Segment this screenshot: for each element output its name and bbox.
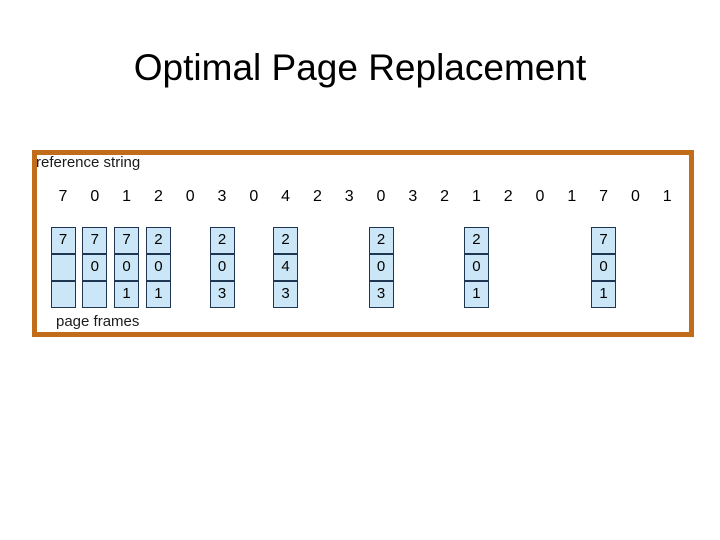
- page-frame-cell: 0: [209, 254, 235, 281]
- reference-string-value: 2: [153, 188, 163, 205]
- page-frame-cell: 0: [82, 254, 108, 281]
- page-frame-cell: 3: [209, 281, 235, 308]
- page-frame-cell: 1: [591, 281, 617, 308]
- page-title: Optimal Page Replacement: [133, 47, 587, 88]
- reference-string-value: 0: [630, 188, 640, 205]
- reference-string-value: 4: [281, 188, 291, 205]
- page-frame-cell: 7: [114, 227, 140, 254]
- page-frame-cell: 2: [463, 227, 489, 254]
- page-frame-cell: 7: [82, 227, 108, 254]
- reference-string-value: 2: [503, 188, 513, 205]
- page-frame-cell: 2: [145, 227, 171, 254]
- reference-string-value: 1: [471, 188, 481, 205]
- page-frame-cell: [50, 254, 76, 281]
- page-frame-cell: 7: [50, 227, 76, 254]
- reference-string-value: 2: [440, 188, 450, 205]
- reference-string-value: 2: [312, 188, 322, 205]
- page-frame-cell: 2: [273, 227, 299, 254]
- reference-string-label: reference string: [36, 154, 141, 171]
- page-frame-cell: [50, 281, 76, 308]
- reference-string-value: 0: [90, 188, 100, 205]
- reference-string-value: 7: [58, 188, 68, 205]
- reference-string-value: 0: [185, 188, 195, 205]
- reference-string-value: 1: [662, 188, 672, 205]
- page-frame-cell: 0: [591, 254, 617, 281]
- reference-string-value: 3: [344, 188, 354, 205]
- page-frame-cell: 0: [114, 254, 140, 281]
- page-frame-cell: 0: [463, 254, 489, 281]
- page-frame-cell: 3: [368, 281, 394, 308]
- reference-string-value: 0: [535, 188, 545, 205]
- page-frame-cell: 1: [463, 281, 489, 308]
- page-frame-cell: 0: [368, 254, 394, 281]
- reference-string-row: 7 0 1 2 0 3 0 4 2 3 0 3 2 1 2 0 1 7 0 1: [37, 187, 689, 207]
- page-frame-cell: 2: [368, 227, 394, 254]
- reference-string-value: 3: [408, 188, 418, 205]
- page-frame-cell: 7: [591, 227, 617, 254]
- page-frame-column: 7: [50, 227, 76, 310]
- page-frame-cell: 4: [273, 254, 299, 281]
- reference-string-value: 0: [249, 188, 259, 205]
- page-frame-cell: 3: [273, 281, 299, 308]
- page-frame-cell: [82, 281, 108, 308]
- reference-string-value: 1: [122, 188, 132, 205]
- page-frame-cell: 1: [114, 281, 140, 308]
- page-frame-cell: 0: [145, 254, 171, 281]
- reference-string-value: 3: [217, 188, 227, 205]
- page-frames-label: page frames: [56, 313, 140, 330]
- reference-string-value: 7: [599, 188, 609, 205]
- page-frame-cell: 1: [145, 281, 171, 308]
- reference-string-value: 1: [567, 188, 577, 205]
- page-frame-cell: 2: [209, 227, 235, 254]
- reference-string-value: 0: [376, 188, 386, 205]
